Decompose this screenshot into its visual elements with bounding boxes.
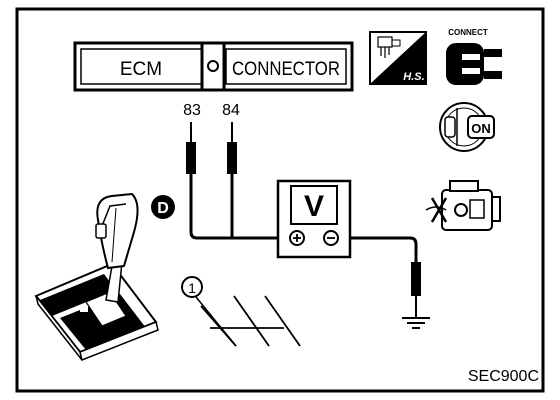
- harness-side-label: H.S.: [403, 71, 424, 83]
- voltmeter: V: [276, 179, 352, 259]
- voltmeter-label: V: [304, 190, 324, 223]
- probe-83: [186, 122, 196, 174]
- ground-icon: [402, 317, 430, 329]
- ground-probe: [411, 262, 421, 318]
- ecm-label: ECM: [120, 59, 162, 80]
- ignition-on-icon: ON: [439, 102, 495, 152]
- shift-position-label: D: [157, 200, 169, 217]
- probe-84: [227, 122, 237, 174]
- ignition-on-label: ON: [471, 121, 491, 136]
- figure-code: SEC900C: [468, 368, 539, 385]
- diagram-frame: [15, 7, 545, 393]
- component-hatch-lines: [200, 295, 301, 347]
- pin-84-label: 84: [222, 102, 240, 119]
- callout-1-label: 1: [188, 280, 196, 296]
- connector-latch-icon: [207, 60, 219, 72]
- connect-label: CONNECT: [448, 28, 488, 37]
- ground-lead-wire: [339, 236, 418, 262]
- connector-label: CONNECTOR: [232, 59, 340, 80]
- harness-side-icon: H.S.: [369, 31, 427, 85]
- pin-83-label: 83: [183, 102, 201, 119]
- ecm-connector-label: ECM CONNECTOR: [73, 41, 354, 92]
- engine-off-icon: [425, 180, 501, 231]
- shift-position-badge: D: [151, 195, 175, 219]
- connect-icon: CONNECT: [446, 28, 502, 85]
- test-lead-wire: [189, 174, 291, 240]
- selector-lever-illustration: [34, 192, 159, 362]
